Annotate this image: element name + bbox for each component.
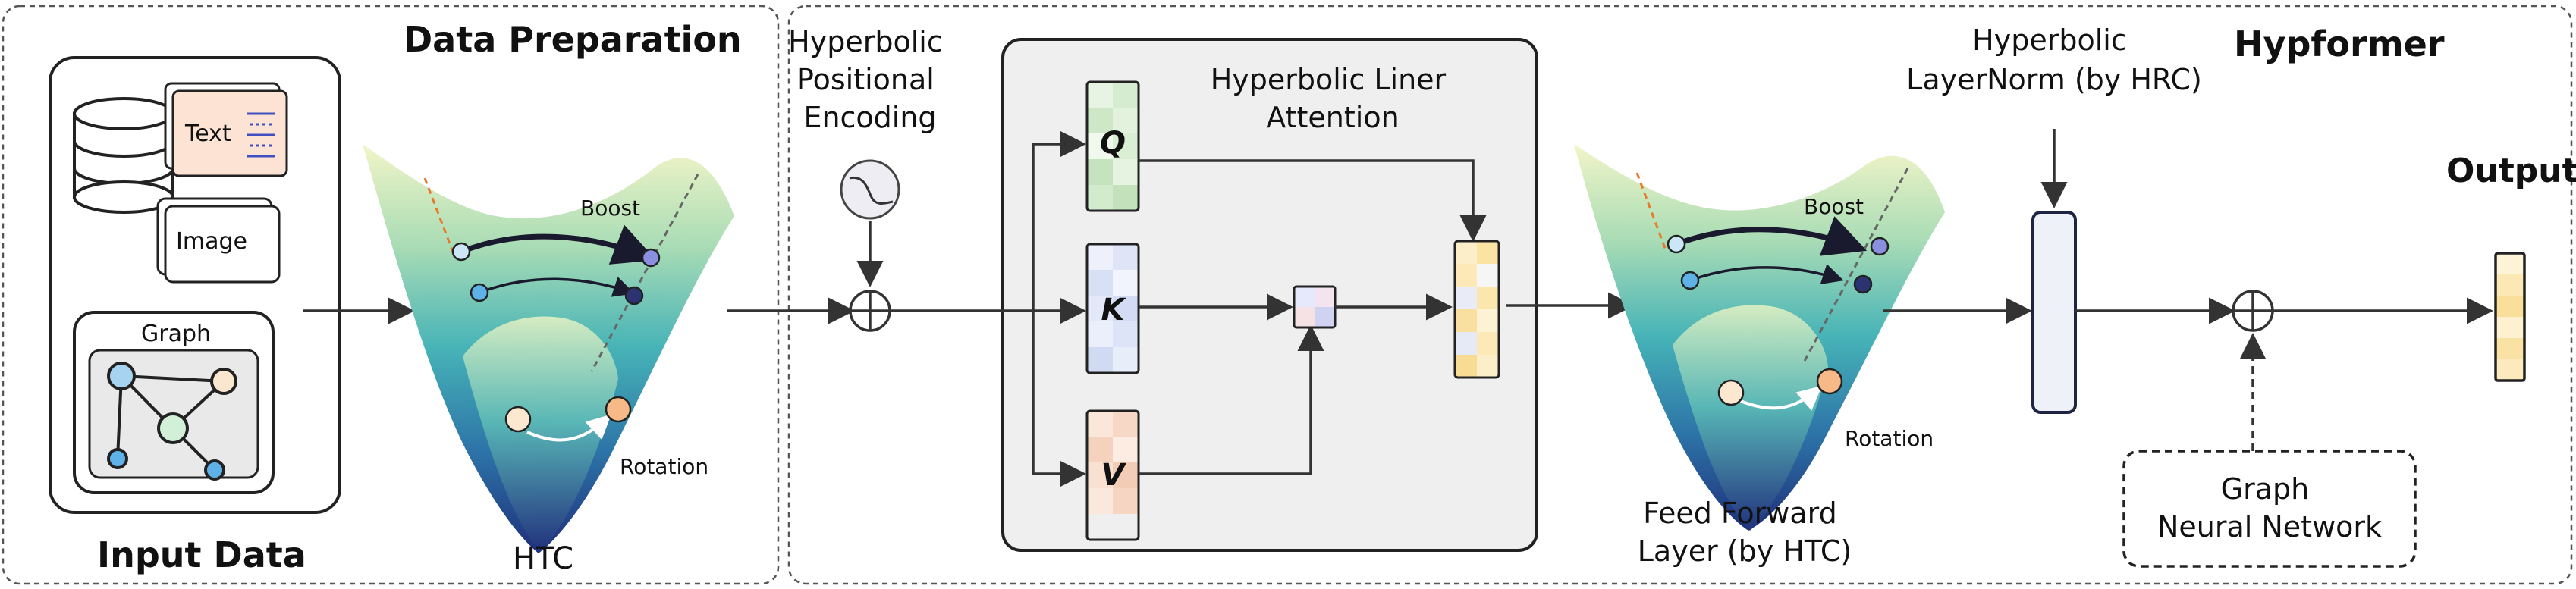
ffn-boost-arrow [1675,216,1868,256]
graph-input-card: Graph [73,311,275,494]
htc-dashed-gray [590,174,699,372]
layernorm-label: Hyperbolic LayerNorm (by HRC) [1906,23,2202,96]
positional-encoding-label: Hyperbolic Positional Encoding [788,25,952,134]
output-matrix [2494,252,2526,382]
input-data-title: Input Data [97,534,306,575]
ffn-point [1853,274,1873,294]
ffn-dashed-gray [1802,168,1909,363]
ffn-second-arrow [1689,264,1844,284]
ffn-bowl-surface [1574,144,1945,531]
htc-dashed-orange [423,177,457,258]
htc-bowl-surface [363,144,734,553]
data-preparation-title: Data Preparation [404,19,742,60]
ffn-boost-label: Boost [1804,194,1864,219]
ffn-point [1680,271,1700,290]
kv-product-matrix [1293,285,1337,329]
ffn-point [1816,368,1843,395]
attention-output-matrix [1453,240,1500,379]
ffn-point [1717,379,1745,406]
k-matrix: K [1085,243,1140,374]
htc-boost-arrow [460,224,657,265]
v-label: V [1101,458,1127,493]
htc-point [641,248,661,268]
arrow-q-to-output [1139,159,1487,242]
ffn-point [1667,234,1686,254]
ffn-label: Feed Forward Layer (by HTC) [1638,497,1852,568]
q-matrix: Q [1085,80,1140,212]
htc-rotation-arrow [526,414,611,442]
ffn-dashed-orange [1635,172,1667,251]
branch-to-q [1032,130,1086,311]
arrow-v-to-kv [1139,324,1324,475]
htc-point [451,242,471,262]
ffn-rotation-arrow [1738,385,1823,411]
sine-wave-icon [840,159,900,220]
add-operator-icon [849,290,891,332]
q-label: Q [1100,126,1126,161]
htc-point [504,406,532,433]
layernorm-block [2031,211,2077,414]
htc-point [624,286,644,305]
text-input-label: Text [184,121,231,147]
htc-boost-label: Boost [580,196,640,221]
htc-second-arrow [479,277,635,297]
residual-add-icon [2232,290,2274,332]
graph-input-label: Graph [141,321,211,347]
data-preparation-section [2,5,780,585]
ffn-point [1870,237,1890,256]
htc-point [605,396,632,423]
graph-icon [107,362,237,481]
htc-rotation-label: Rotation [620,454,708,479]
text-lines-icon [247,112,275,158]
image-input-card: Image [156,197,281,284]
attention-title: Hyperbolic Liner Attention [1211,63,1456,134]
hypformer-title: Hypformer [2234,23,2445,64]
gnn-label: Graph Neural Network [2157,472,2382,544]
gnn-box [2122,450,2417,568]
k-label: K [1101,293,1127,327]
ffn-rotation-label: Rotation [1845,426,1934,451]
database-icon [73,97,174,214]
branch-to-v [1032,311,1086,487]
image-input-label: Image [176,228,247,255]
output-title: Output [2446,152,2576,190]
v-matrix: V [1085,409,1140,541]
text-input-card: Text [164,82,288,177]
htc-point [470,283,489,302]
htc-label: HTC [513,541,573,576]
